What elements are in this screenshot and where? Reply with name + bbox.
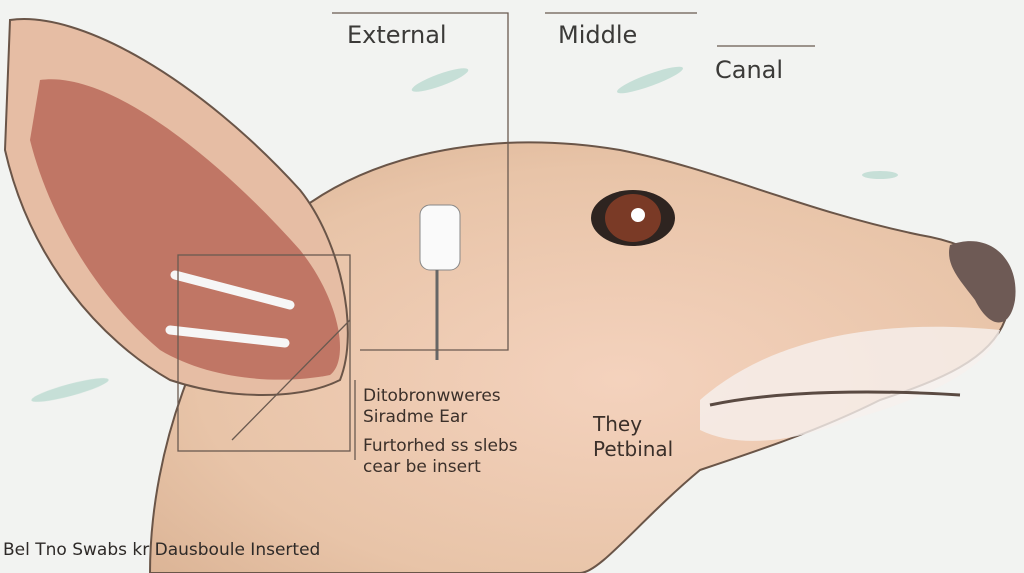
- cotton-swab-vertical: [419, 204, 461, 360]
- note1: Ditobronwweres Siradme Ear: [363, 386, 501, 428]
- note2: Furtorhed ss slebs cear be insert: [363, 436, 518, 478]
- note2-line2: cear be insert: [363, 457, 481, 477]
- pet-line1: They: [593, 412, 643, 436]
- note1-line2: Siradme Ear: [363, 407, 468, 427]
- inner-ear: [30, 79, 340, 380]
- note2-line1: Furtorhed ss slebs: [363, 436, 518, 456]
- dog-nose: [949, 241, 1016, 323]
- cotton-swabs-in-ear: [165, 270, 295, 348]
- background-strokes: [31, 66, 898, 402]
- label-external: External: [347, 21, 447, 49]
- label-middle: Middle: [558, 21, 638, 49]
- label-canal: Canal: [715, 56, 784, 84]
- caption: Bel Tno Swabs kr Dausboule Inserted: [3, 540, 321, 560]
- pet-line2: Petbinal: [593, 437, 674, 461]
- leader-lines: [177, 12, 815, 460]
- pet-label: They Petbinal: [593, 412, 673, 462]
- note1-line1: Ditobronwweres: [363, 386, 501, 406]
